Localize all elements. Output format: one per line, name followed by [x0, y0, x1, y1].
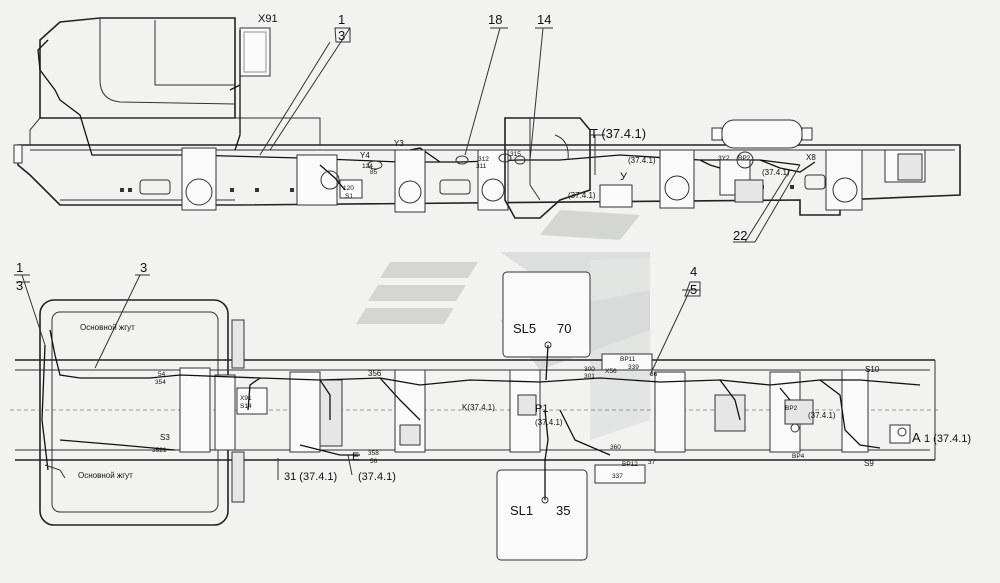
label-3y2: 3Y2: [718, 155, 730, 162]
ref-k: K(37.4.1): [462, 403, 495, 412]
label-301: 301: [584, 373, 595, 380]
callout-3-bottom-box: 3: [16, 278, 23, 293]
callout-14: 14: [537, 12, 551, 27]
label-124: 124: [362, 163, 373, 170]
ref-a-num: 1 (37.4.1): [924, 433, 971, 445]
ref-p1: P1: [535, 403, 548, 415]
label-354: 354: [155, 379, 166, 386]
label-s9: S9: [864, 459, 874, 468]
label-337: 337: [612, 473, 623, 480]
label-s3: S3: [160, 433, 170, 442]
ref-top-b: (37.4.1): [762, 168, 790, 177]
label-s1: S1: [345, 193, 353, 200]
label-x91: X91: [258, 13, 278, 25]
label-3521: 3521: [152, 447, 167, 454]
label-bp12: BP12: [622, 461, 638, 468]
label-sl5-num: 70: [557, 321, 571, 336]
tank-sl5: [502, 271, 591, 358]
callout-4: 4: [690, 264, 697, 279]
fuel-tank-top: [504, 117, 591, 219]
ref-e: E: [352, 451, 359, 463]
label-120: 120: [343, 185, 354, 192]
ref-top-a: (37.4.1): [628, 156, 656, 165]
label-bp2-bottom: BP2: [785, 405, 798, 412]
x91-mirror: [239, 27, 271, 77]
label-s10: S10: [865, 365, 880, 374]
callout-3-bottom: 3: [140, 260, 147, 275]
top-text: X91 1 3 18 14 22 T (37.4.1) Y3 Y4 X8 (37…: [258, 12, 816, 243]
label-x91-bottom: X91: [240, 395, 252, 402]
label-85: 85: [370, 169, 378, 176]
ref-top-c: (37.4.1): [568, 191, 596, 200]
label-56: 56: [370, 458, 378, 465]
callout-1-bottom: 1: [16, 260, 23, 275]
label-356: 356: [368, 369, 382, 378]
tank-sl1: [496, 469, 588, 561]
callout-18: 18: [488, 12, 502, 27]
label-339: 339: [628, 364, 639, 371]
callout-5: 5: [690, 282, 697, 297]
top-callout-leaders: [259, 27, 801, 243]
label-bp11: BP11: [620, 356, 636, 363]
label-s14: S14: [240, 403, 252, 410]
ref-31: 31 (37.4.1): [284, 471, 337, 483]
top-side-view: [13, 17, 961, 219]
label-315: 315: [510, 151, 521, 158]
harness-label-bottom: Основной жгут: [78, 471, 133, 480]
callout-3-top: 3: [338, 28, 345, 43]
crossmembers-top: [181, 147, 926, 213]
label-300: 300: [584, 366, 595, 373]
label-x56: X56: [605, 368, 617, 375]
label-u: У: [620, 171, 628, 183]
label-bp4: BP4: [792, 453, 805, 460]
callout-1-top: 1: [338, 12, 345, 27]
label-37: 37: [648, 459, 656, 466]
label-358: 358: [368, 450, 379, 457]
label-54: 54: [158, 371, 166, 378]
label-bp2: BP2: [738, 155, 751, 162]
label-x8: X8: [806, 153, 816, 162]
bottom-plan-view: [10, 271, 940, 561]
ref-e-num: (37.4.1): [358, 471, 396, 483]
label-36: 36: [650, 371, 658, 378]
label-sl5: SL5: [513, 321, 536, 336]
bottom-text: 1 3 3 4 5 Основной жгут Основной жгут SL…: [16, 260, 971, 518]
air-tank: [721, 119, 803, 149]
label-360: 360: [610, 444, 621, 451]
ref-right: (37.4.1): [808, 411, 836, 420]
label-sl1: SL1: [510, 503, 533, 518]
bottom-callout-leaders: [14, 274, 701, 480]
frame-rail-top: [17, 144, 961, 216]
label-y3: Y3: [394, 139, 404, 148]
main-harness-bottom: [49, 329, 921, 386]
label-sl1-num: 35: [556, 503, 570, 518]
label-311: 311: [476, 163, 487, 170]
ref-p1-num: (37.4.1): [535, 418, 563, 427]
ref-t: T (37.4.1): [590, 126, 646, 141]
callout-22: 22: [733, 228, 747, 243]
label-312: 312: [478, 156, 489, 163]
ref-a: A: [912, 430, 921, 445]
harness-label-top: Основной жгут: [80, 323, 135, 332]
label-y4: Y4: [360, 151, 370, 160]
